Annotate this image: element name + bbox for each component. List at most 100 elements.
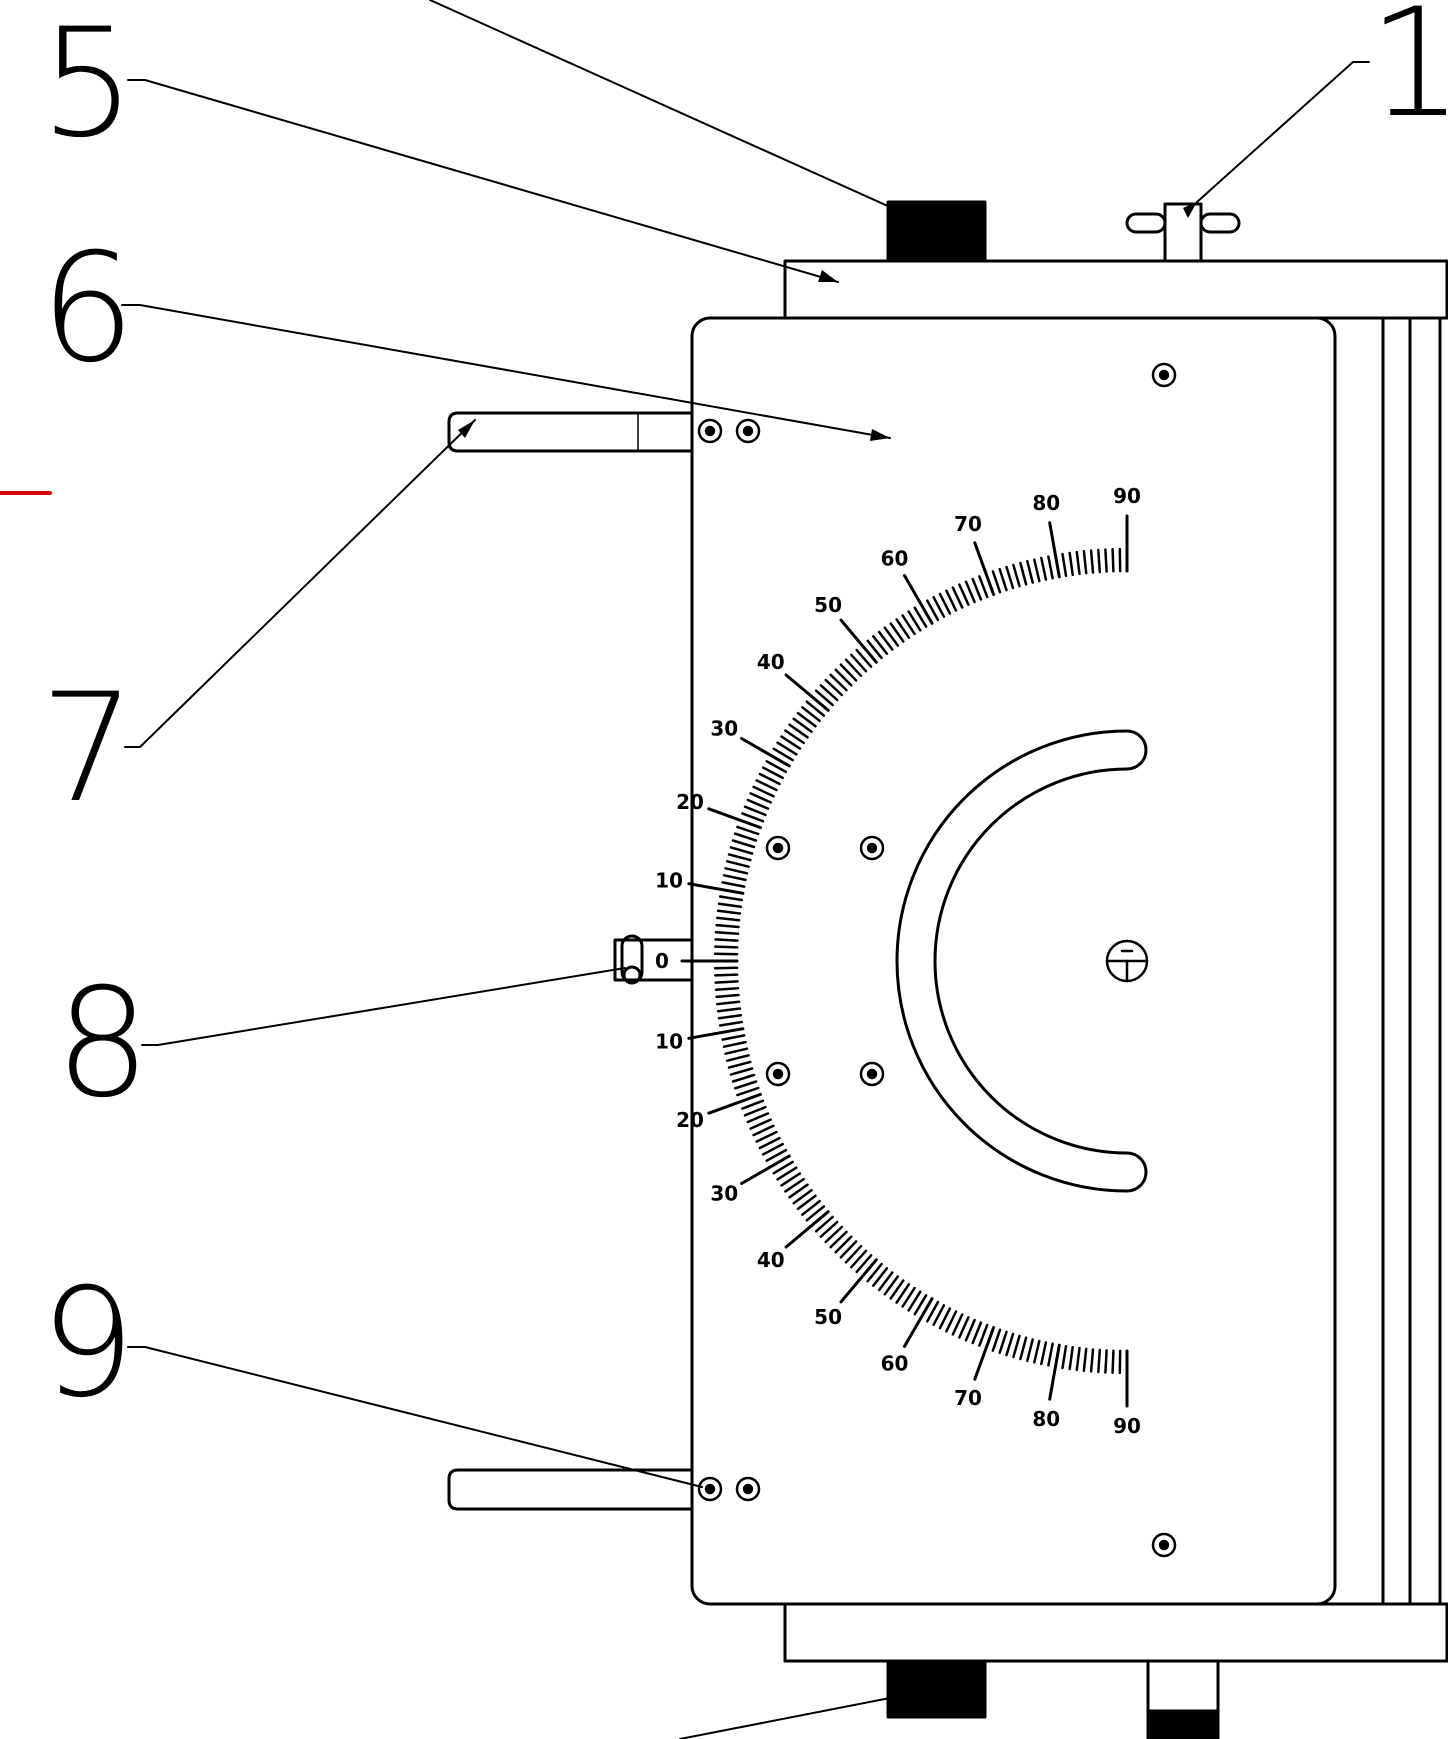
minor-tick: [991, 1328, 1002, 1352]
minor-tick: [727, 1060, 752, 1069]
scale-tick-label: 20: [676, 1108, 704, 1132]
leader-arrowheads: [458, 202, 1197, 441]
minor-tick: [1005, 565, 1015, 590]
minor-tick: [819, 1220, 839, 1238]
minor-tick: [932, 595, 946, 618]
minor-tick: [964, 1318, 976, 1342]
minor-tick: [796, 711, 817, 728]
scale-tick-label: 50: [814, 1305, 842, 1329]
minor-tick: [1075, 1346, 1081, 1372]
minor-tick: [714, 938, 739, 942]
minor-tick: [788, 723, 809, 739]
scale-tick-label: 60: [881, 546, 909, 570]
minor-tick: [971, 577, 983, 601]
minor-tick: [724, 1047, 749, 1055]
minor-tick: [839, 663, 858, 682]
minor-tick: [801, 706, 821, 723]
minor-tick: [872, 1267, 889, 1287]
minor-tick: [1047, 555, 1054, 580]
minor-tick: [780, 735, 802, 750]
lower-handle: [447, 1468, 694, 1511]
minor-tick: [776, 1166, 798, 1181]
minor-tick: [913, 606, 928, 628]
minor-tick: [741, 812, 765, 823]
arc-slot: [895, 729, 1148, 1193]
minor-tick: [877, 630, 894, 651]
minor-tick: [1033, 558, 1041, 583]
minor-tick: [731, 839, 756, 849]
scale-tick-label: 10: [655, 1030, 683, 1054]
minor-tick: [805, 700, 826, 717]
minor-tick: [814, 1215, 834, 1233]
bottom-knob: [886, 1659, 987, 1719]
major-tick: [707, 1092, 762, 1115]
minor-tick: [1019, 1336, 1028, 1361]
minor-tick: [824, 678, 844, 697]
minor-tick: [722, 1040, 747, 1048]
minor-tick: [796, 1194, 817, 1211]
minor-tick: [755, 1130, 778, 1143]
major-tick: [687, 882, 745, 895]
major-tick: [1048, 521, 1061, 579]
minor-tick: [819, 684, 839, 702]
major-tick: [784, 673, 830, 712]
major-tick: [839, 618, 878, 664]
scale-tick-label: 60: [881, 1352, 909, 1376]
minor-tick: [855, 648, 873, 668]
minor-tick: [1005, 1332, 1015, 1357]
minor-tick: [746, 1112, 770, 1124]
minor-tick: [717, 1014, 743, 1020]
minor-tick: [945, 589, 958, 612]
minor-tick: [722, 874, 747, 882]
minor-tick: [765, 760, 788, 774]
minor-tick: [752, 1124, 775, 1137]
minor-tick: [780, 1172, 802, 1187]
minor-tick: [834, 668, 853, 687]
minor-tick: [872, 635, 889, 655]
callout-label-7: 7: [40, 662, 135, 836]
plate-screws: [697, 362, 1177, 1558]
minor-tick: [758, 772, 781, 786]
major-tick: [839, 1258, 878, 1304]
minor-tick: [1082, 1347, 1088, 1372]
minor-tick: [938, 1307, 952, 1330]
minor-tick: [1089, 1348, 1095, 1373]
major-tick: [707, 807, 762, 830]
minor-tick: [866, 1262, 883, 1283]
minor-tick: [743, 805, 767, 817]
minor-tick: [883, 626, 900, 647]
minor-tick: [978, 1323, 989, 1347]
minor-tick: [721, 881, 746, 888]
minor-tick: [889, 622, 905, 643]
minor-tick: [716, 916, 741, 922]
minor-tick: [714, 931, 740, 936]
minor-tick: [724, 867, 749, 875]
minor-tick: [978, 575, 989, 599]
minor-tick: [901, 1286, 916, 1308]
minor-tick: [718, 1020, 744, 1027]
minor-tick: [805, 1205, 826, 1222]
callout-label-8: 8: [55, 957, 150, 1131]
pivot-pin-block: [613, 934, 694, 985]
minor-tick: [926, 1300, 940, 1323]
minor-tick: [889, 1279, 905, 1300]
callout-label-9: 9: [40, 1257, 135, 1431]
callout-label-5: 5: [40, 0, 135, 171]
minor-tick: [714, 973, 739, 977]
major-tick: [903, 1297, 934, 1348]
minor-tick: [758, 1136, 781, 1150]
minor-tick: [814, 689, 834, 707]
minor-tick: [829, 673, 848, 692]
minor-tick: [743, 1105, 767, 1117]
scale-tick-label: 30: [710, 717, 738, 741]
bottom-clamp: [1146, 1659, 1220, 1739]
minor-tick: [883, 1275, 900, 1296]
minor-tick: [945, 1310, 958, 1333]
major-tick: [740, 737, 791, 768]
callout-label-6: 6: [40, 222, 135, 396]
minor-tick: [895, 618, 911, 639]
minor-tick: [1089, 549, 1095, 574]
minor-tick: [998, 567, 1008, 592]
minor-tick: [1061, 552, 1068, 578]
